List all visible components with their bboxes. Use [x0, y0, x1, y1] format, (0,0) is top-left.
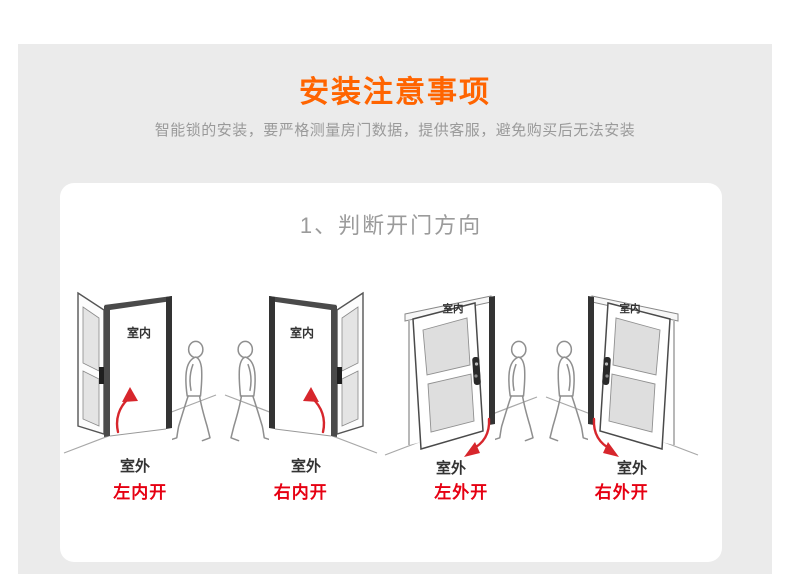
smart-lock-handle: [601, 356, 611, 385]
person-figure: [172, 340, 212, 442]
lock-block: [335, 367, 342, 384]
door-diagram-right-outward-drawing: 室内 室外: [545, 295, 698, 477]
door-drawing: [385, 295, 538, 457]
upper-glass-pane: [612, 317, 661, 376]
door-diagram-right-inward-drawing: 室内 室外: [224, 291, 377, 475]
section-card: 1、判断开门方向: [60, 183, 722, 562]
door-drawing: [224, 291, 377, 454]
indoor-label: 室内: [127, 325, 151, 340]
section-title: 1、判断开门方向: [299, 213, 483, 238]
door-drawing: [64, 291, 217, 454]
page-title: 安装注意事项: [299, 76, 491, 109]
diagram-left-inward: 室内 室外 左内开: [60, 283, 221, 501]
diagram-caption: 左内开: [113, 483, 168, 502]
smart-lock-handle: [472, 356, 482, 385]
diagram-left-outward: 室内 室外 左外开: [381, 283, 542, 501]
right-jamb: [330, 305, 337, 437]
left-jamb: [587, 296, 594, 425]
outdoor-label: 室外: [120, 457, 150, 475]
arrow-head: [302, 387, 319, 402]
outdoor-label: 室外: [291, 457, 321, 475]
right-jamb: [489, 296, 496, 425]
arrow-head: [122, 387, 139, 402]
person-figure: [229, 340, 269, 442]
left-jamb: [268, 296, 275, 429]
person-figure: [495, 340, 535, 442]
door-diagrams: 室内 室外 左内开: [60, 283, 722, 501]
content-panel: 安装注意事项 智能锁的安装，要严格测量房门数据，提供客服，避免购买后无法安装 1…: [18, 44, 772, 574]
left-jamb: [104, 305, 111, 437]
door-drawing: [545, 295, 698, 457]
door-diagram-left-outward-drawing: 室内 室外: [385, 295, 538, 477]
outdoor-label: 室外: [436, 459, 466, 477]
indoor-label: 室内: [443, 302, 464, 315]
door-diagram-left-inward-drawing: 室内 室外: [64, 291, 217, 475]
outdoor-label: 室外: [617, 459, 647, 477]
indoor-label: 室内: [290, 325, 314, 340]
page-subtitle: 智能锁的安装，要严格测量房门数据，提供客服，避免购买后无法安装: [154, 122, 636, 139]
indoor-label: 室内: [619, 302, 640, 315]
lower-glass-pane: [608, 373, 656, 433]
arrow-head: [602, 442, 619, 457]
upper-glass-pane: [422, 317, 471, 376]
lower-glass-pane: [427, 373, 475, 433]
diagram-right-inward: 室内 室外 右内开: [221, 283, 382, 501]
diagram-right-outward: 室内 室外 右外开: [542, 283, 703, 501]
diagram-caption: 右外开: [594, 483, 649, 502]
arrow-head: [464, 442, 481, 457]
right-jamb: [166, 296, 173, 429]
person-figure: [548, 340, 588, 442]
diagram-caption: 右内开: [273, 483, 328, 502]
lock-block: [99, 367, 106, 384]
lintel: [268, 296, 337, 310]
diagram-caption: 左外开: [434, 483, 489, 502]
lintel: [104, 296, 173, 310]
